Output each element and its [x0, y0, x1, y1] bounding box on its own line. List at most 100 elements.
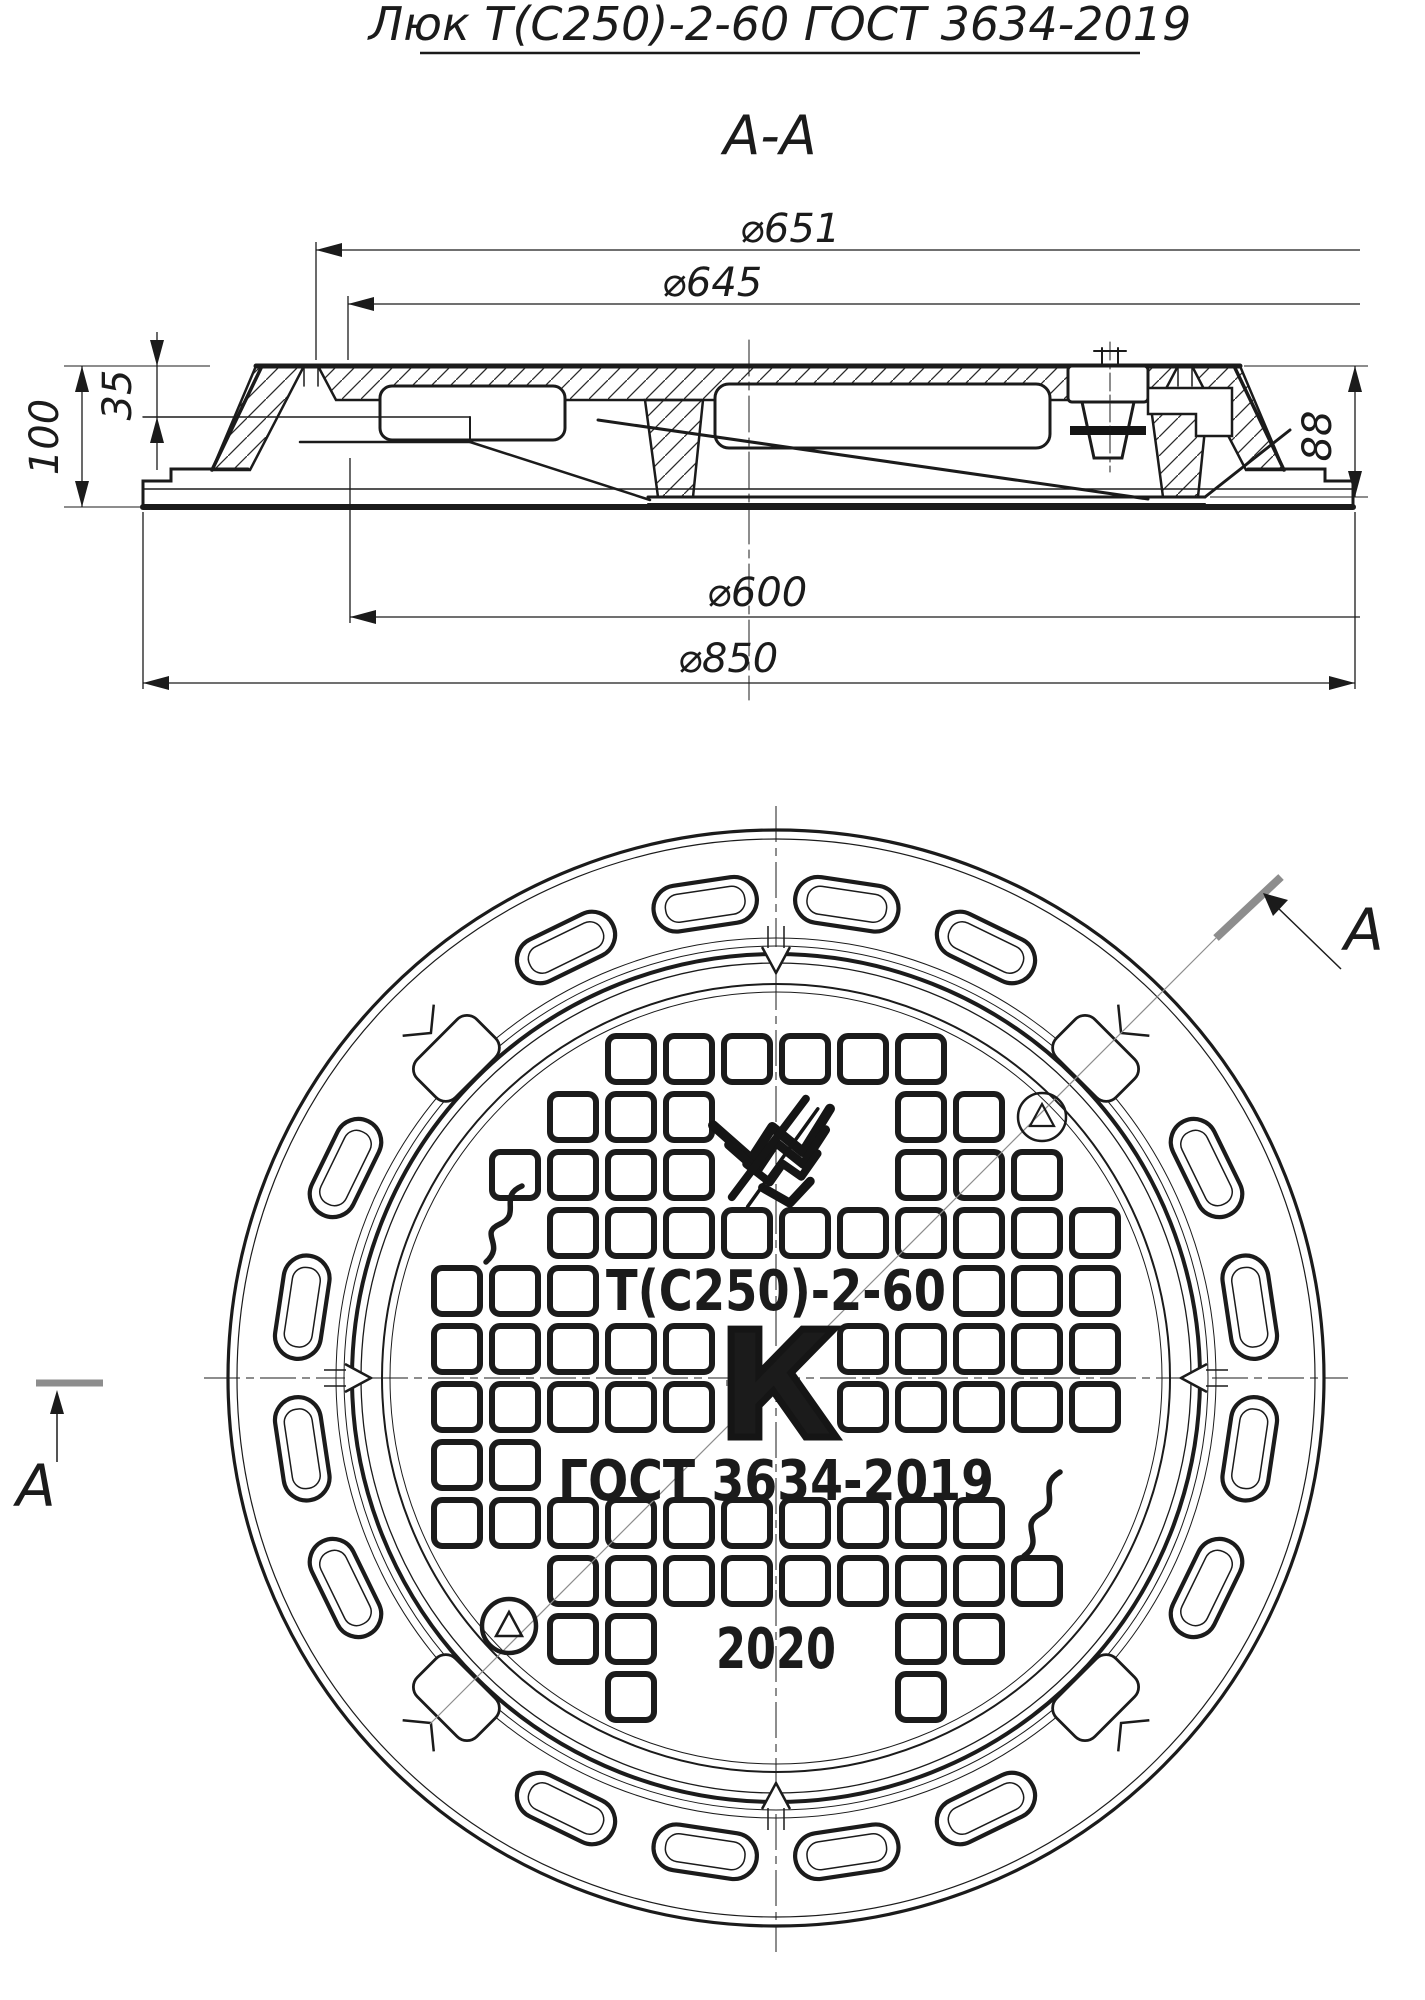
- pattern-square: [837, 1555, 889, 1607]
- pattern-square: [895, 1091, 947, 1143]
- pattern-square: [837, 1207, 889, 1259]
- pattern-square: [431, 1439, 483, 1491]
- pattern-square: [953, 1497, 1005, 1549]
- frame-foot-left: [141, 467, 250, 509]
- pattern-square: [431, 1497, 483, 1549]
- pattern-square: [953, 1323, 1005, 1375]
- strut-diagonal-right: [1203, 428, 1292, 499]
- pattern-square: [895, 1497, 947, 1549]
- pattern-square: [489, 1323, 541, 1375]
- pattern-square: [895, 1613, 947, 1665]
- section-dimensions: ⌀651 ⌀645 100 35 88 ⌀600 ⌀850: [22, 206, 1368, 690]
- pattern-square: [779, 1555, 831, 1607]
- rim-oval-slot: [651, 1822, 759, 1882]
- lock-bar: [1070, 426, 1146, 435]
- rim-oval-slot: [1220, 1395, 1280, 1503]
- pattern-square: [605, 1671, 657, 1723]
- title-block: Люк Т(С250)-2-60 ГОСТ 3634-2019 А-А: [367, 0, 1192, 167]
- rim-oval-slot: [793, 874, 901, 934]
- rim-oval-slot: [1168, 1536, 1245, 1640]
- pattern-square: [1011, 1323, 1063, 1375]
- pattern-square: [605, 1381, 657, 1433]
- pattern-square: [605, 1555, 657, 1607]
- rim-oval-slot: [934, 1770, 1038, 1847]
- dim-35: 35: [95, 370, 141, 421]
- pattern-square: [547, 1091, 599, 1143]
- pattern-square: [605, 1149, 657, 1201]
- section-marker-left: А: [12, 1452, 56, 1520]
- pattern-square: [547, 1265, 599, 1317]
- pattern-square: [779, 1207, 831, 1259]
- pattern-square: [1069, 1323, 1121, 1375]
- rim-oval-slot: [307, 1536, 384, 1640]
- section-label: А-А: [720, 104, 816, 167]
- pattern-square: [605, 1323, 657, 1375]
- drawing-title: Люк Т(С250)-2-60 ГОСТ 3634-2019: [367, 0, 1192, 51]
- square-pattern-grid: [431, 1033, 1121, 1723]
- pattern-square: [431, 1265, 483, 1317]
- pattern-square: [721, 1033, 773, 1085]
- rib-cut-left: [643, 398, 705, 499]
- pattern-square: [895, 1207, 947, 1259]
- pattern-square: [431, 1381, 483, 1433]
- pattern-square: [547, 1381, 599, 1433]
- view-arrow-top-right: [1263, 893, 1288, 916]
- dim-88: 88: [1295, 411, 1341, 462]
- rim-oval-slot: [272, 1395, 332, 1503]
- pattern-square: [489, 1381, 541, 1433]
- diagonal-notch: [1051, 1653, 1150, 1752]
- pattern-square: [547, 1613, 599, 1665]
- cover-cavity-left: [378, 384, 567, 442]
- rim-oval-slot: [514, 909, 618, 986]
- rim-oval-slot: [651, 874, 759, 934]
- pattern-square: [895, 1555, 947, 1607]
- rim-oval-slots: [272, 874, 1280, 1882]
- pattern-square: [837, 1033, 889, 1085]
- pattern-square: [489, 1265, 541, 1317]
- strut-diagonal-main: [596, 418, 1150, 501]
- pattern-square: [953, 1613, 1005, 1665]
- pattern-square: [1011, 1207, 1063, 1259]
- rim-oval-slot: [1220, 1253, 1280, 1361]
- pattern-square: [721, 1555, 773, 1607]
- rim-oval-slot: [1168, 1116, 1245, 1220]
- rim-oval-slot: [793, 1822, 901, 1882]
- pattern-square: [895, 1149, 947, 1201]
- section-trace: [36, 874, 1342, 1725]
- pattern-square: [1011, 1381, 1063, 1433]
- dim-100: 100: [22, 399, 68, 475]
- rim-oval-slot: [514, 1770, 618, 1847]
- pattern-square: [605, 1613, 657, 1665]
- dim-850: ⌀850: [678, 636, 778, 682]
- pattern-square: [895, 1671, 947, 1723]
- pattern-square: [605, 1497, 657, 1549]
- pry-notch: [324, 1362, 374, 1394]
- pattern-square: [489, 1149, 541, 1201]
- rim-oval-slot: [272, 1253, 332, 1361]
- pattern-square: [953, 1207, 1005, 1259]
- cover-year-marking: 2020: [716, 1617, 836, 1682]
- pattern-square: [431, 1323, 483, 1375]
- triangle-stamp-top-right: [1016, 1091, 1068, 1143]
- cover-type-marking: Т(С250)-2-60: [606, 1259, 946, 1324]
- pattern-square: [547, 1207, 599, 1259]
- pattern-square: [663, 1149, 715, 1201]
- pattern-square: [953, 1381, 1005, 1433]
- pattern-square: [1069, 1381, 1121, 1433]
- hinge-bracket: [1146, 386, 1234, 438]
- pattern-square: [547, 1555, 599, 1607]
- pattern-square: [547, 1323, 599, 1375]
- frame-slope-right: [1232, 364, 1286, 472]
- diagonal-notch: [402, 1004, 501, 1103]
- pattern-square: [605, 1033, 657, 1085]
- view-arrow-left: [50, 1390, 64, 1414]
- dim-645: ⌀645: [662, 260, 762, 306]
- pattern-square: [663, 1091, 715, 1143]
- pry-notches: [324, 926, 1228, 1830]
- rim-oval-slot: [307, 1116, 384, 1220]
- pattern-square: [895, 1381, 947, 1433]
- pattern-square: [663, 1207, 715, 1259]
- plan-view: А А Т(С250)-2-60 К ГОСТ 3634-2019 2020: [12, 806, 1384, 1952]
